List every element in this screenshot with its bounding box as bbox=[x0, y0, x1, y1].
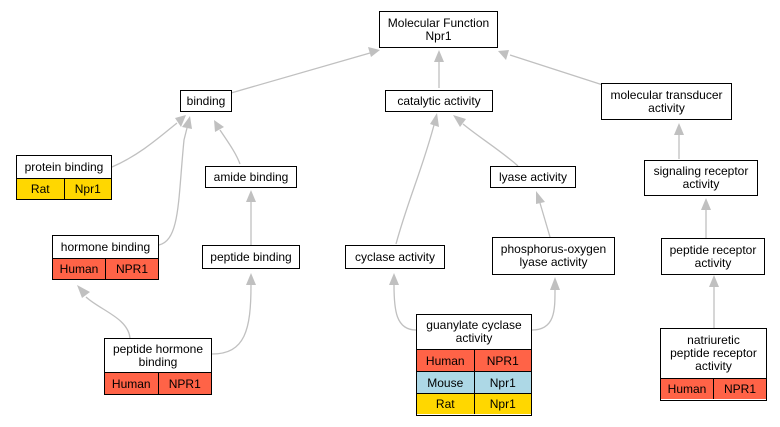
gene-cell: NPR1 bbox=[713, 379, 766, 399]
edge-cyclase-catalytic bbox=[395, 124, 435, 245]
edge-lyase-catalytic bbox=[462, 123, 519, 167]
node-molecular-function[interactable]: Molecular Function Npr1 bbox=[379, 11, 498, 48]
arrowhead-peptide-receptor-from-natriuretic bbox=[709, 275, 719, 287]
edge-transducer-root bbox=[509, 54, 607, 87]
node-title-line: activity bbox=[695, 359, 732, 373]
species-cell: Mouse bbox=[417, 372, 474, 393]
arrowhead-peptide-from-peptide-hormone bbox=[246, 273, 256, 285]
node-title-line: peptide receptor bbox=[670, 346, 757, 360]
gene-cell: NPR1 bbox=[473, 350, 531, 371]
node-binding[interactable]: binding bbox=[180, 90, 232, 112]
arrowhead-signaling-from-peptide-receptor bbox=[701, 198, 711, 210]
gene-cell: NPR1 bbox=[105, 259, 158, 279]
node-peptide-receptor-activity[interactable]: peptide receptor activity bbox=[661, 238, 765, 275]
node-title-line: catalytic activity bbox=[397, 93, 481, 108]
node-title-line: signaling receptor bbox=[653, 164, 749, 178]
node-molecular-transducer-activity[interactable]: molecular transducer activity bbox=[601, 83, 732, 120]
edge-guanylate-phosphorus bbox=[531, 289, 556, 331]
node-cyclase-activity[interactable]: cyclase activity bbox=[345, 245, 445, 269]
node-title-line: activity bbox=[694, 255, 732, 270]
arrowhead-binding-from-hormone bbox=[182, 116, 192, 129]
gene-cell: Npr1 bbox=[63, 179, 111, 199]
node-guanylate-cyclase-activity[interactable]: guanylate cyclase activity Human NPR1 Mo… bbox=[416, 314, 532, 416]
edge-guanylate-cyclase bbox=[393, 284, 417, 331]
gene-cell: NPR1 bbox=[157, 373, 211, 394]
node-lyase-activity[interactable]: lyase activity bbox=[490, 166, 576, 188]
node-peptide-binding[interactable]: peptide binding bbox=[202, 245, 300, 269]
arrowhead-root-from-binding bbox=[368, 47, 380, 57]
node-title-line: activity bbox=[455, 331, 493, 345]
arrowhead-root-from-transducer bbox=[498, 50, 509, 60]
node-title-line: lyase activity bbox=[498, 169, 568, 184]
node-amide-binding[interactable]: amide binding bbox=[205, 166, 297, 188]
node-catalytic-activity[interactable]: catalytic activity bbox=[385, 90, 493, 112]
edge-peptide-hormone-peptide bbox=[211, 284, 252, 355]
node-title-line: binding bbox=[138, 354, 178, 369]
node-title-line: Molecular Function bbox=[387, 15, 490, 30]
node-signaling-receptor-activity[interactable]: signaling receptor activity bbox=[644, 160, 758, 196]
node-title-line: activity bbox=[648, 100, 685, 115]
species-cell: Rat bbox=[417, 394, 474, 414]
node-title-line: amide binding bbox=[213, 169, 289, 184]
arrowhead-root-from-catalytic bbox=[434, 50, 444, 62]
node-title-line: peptide binding bbox=[210, 249, 292, 264]
arrowhead-amide-from-peptide bbox=[246, 190, 256, 202]
species-cell: Human bbox=[661, 379, 713, 399]
node-title-line: phosphorus-oxygen bbox=[500, 242, 607, 256]
node-title-line: hormone binding bbox=[60, 239, 151, 254]
gene-cell: Npr1 bbox=[473, 372, 531, 393]
edge-amide-binding-binding bbox=[219, 129, 241, 165]
arrowhead-transducer-from-signaling bbox=[674, 123, 684, 135]
arrowhead-lyase-from-phosphorus bbox=[536, 191, 545, 204]
node-title-line: lyase activity bbox=[519, 255, 588, 269]
species-cell: Human bbox=[417, 350, 474, 371]
species-cell: Rat bbox=[17, 179, 64, 199]
arrowhead-catalytic-from-lyase bbox=[453, 115, 466, 127]
arrowhead-phosphorus-from-guanylate bbox=[550, 277, 560, 290]
gene-cell: Npr1 bbox=[473, 394, 531, 414]
species-cell: Human bbox=[105, 373, 158, 394]
node-natriuretic-peptide-receptor-activity[interactable]: natriuretic peptide receptor activity Hu… bbox=[660, 328, 767, 401]
node-title-line: peptide receptor bbox=[669, 242, 757, 257]
node-title-line: binding bbox=[186, 93, 226, 108]
node-protein-binding[interactable]: protein binding Rat Npr1 bbox=[16, 155, 112, 200]
edge-peptide-hormone-hormone bbox=[85, 296, 131, 339]
node-title-line: guanylate cyclase bbox=[426, 318, 522, 332]
edge-phosphorus-lyase bbox=[539, 202, 551, 238]
node-peptide-hormone-binding[interactable]: peptide hormone binding Human NPR1 bbox=[104, 338, 212, 395]
arrowhead-catalytic-from-cyclase bbox=[430, 113, 439, 127]
edge-binding-root bbox=[230, 52, 371, 94]
node-hormone-binding[interactable]: hormone binding Human NPR1 bbox=[52, 235, 159, 280]
node-title-line: activity bbox=[682, 177, 720, 191]
arrowhead-cyclase-from-guanylate bbox=[389, 273, 399, 285]
node-phosphorus-oxygen-lyase-activity[interactable]: phosphorus-oxygen lyase activity bbox=[492, 237, 615, 275]
arrowhead-binding-from-protein bbox=[175, 115, 186, 127]
node-title-line: peptide hormone bbox=[112, 341, 204, 356]
node-title-line: Npr1 bbox=[425, 28, 452, 43]
edge-protein-binding-binding bbox=[111, 122, 178, 168]
arrowhead-hormone-from-peptide-hormone bbox=[77, 285, 90, 298]
arrowhead-binding-from-amide bbox=[214, 120, 224, 132]
species-cell: Human bbox=[53, 259, 105, 279]
node-title-line: cyclase activity bbox=[354, 249, 436, 264]
node-title-line: protein binding bbox=[24, 159, 104, 174]
node-title-line: molecular transducer bbox=[610, 87, 723, 102]
edge-hormone-binding-binding bbox=[158, 127, 188, 246]
node-title-line: natriuretic bbox=[687, 333, 740, 347]
